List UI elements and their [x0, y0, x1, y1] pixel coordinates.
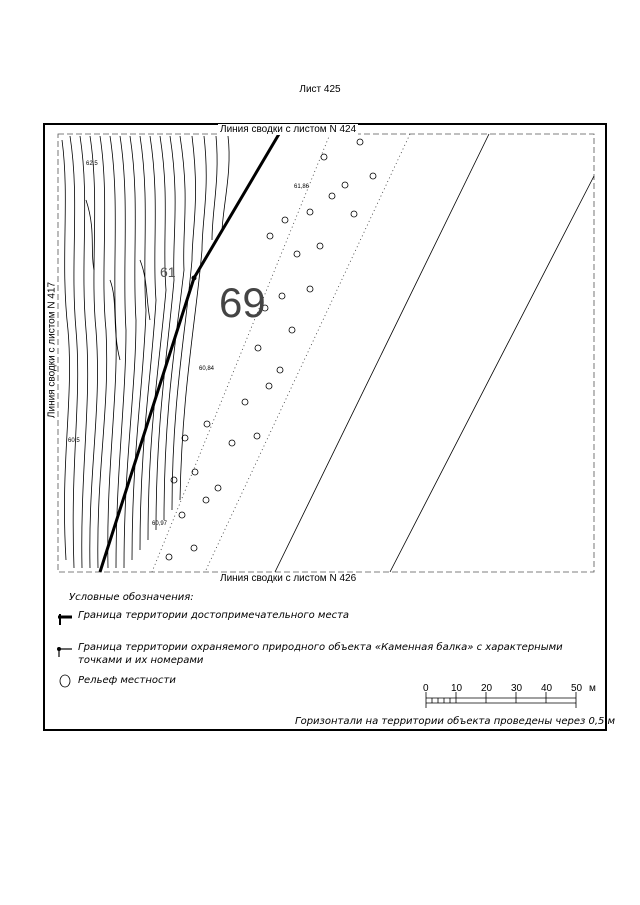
- relief-circle: [181, 434, 189, 442]
- relief-circle: [241, 398, 249, 406]
- inner-boundary: [57, 133, 595, 573]
- relief-circle: [350, 210, 358, 218]
- scale-tick-label: 0: [423, 683, 429, 694]
- relief-circle: [369, 172, 377, 180]
- relief-circle: [191, 468, 199, 476]
- dotted-boundary-1: [151, 133, 331, 573]
- road-line-1: [274, 133, 490, 573]
- point-label: 61: [160, 264, 176, 280]
- scale-tick-label: 20: [481, 683, 493, 694]
- sheet-title: Лист 425: [299, 84, 341, 95]
- scale-unit: м: [589, 683, 596, 694]
- relief-circle: [165, 553, 173, 561]
- relief-circle: [228, 439, 236, 447]
- contour-interval-note: Горизонтали на территории объекта провед…: [295, 716, 616, 727]
- contour-label: 60,97: [152, 521, 168, 527]
- relief-circle: [306, 208, 314, 216]
- road-line-2: [389, 175, 595, 573]
- contour-label-group: 61,86 60,84 60,97 62,5 60,5: [68, 161, 310, 527]
- legend-item-landmark: Граница территории достопримечательного …: [78, 610, 350, 621]
- relief-circle: [288, 326, 296, 334]
- relief-circle: [265, 382, 273, 390]
- legend-item-natural-object-line1: Граница территории охраняемого природног…: [78, 642, 563, 653]
- relief-circles: [165, 138, 377, 561]
- relief-circle: [356, 138, 364, 146]
- relief-circle: [202, 496, 210, 504]
- scale-tick-label: 40: [541, 683, 553, 694]
- legend-title: Условные обозначения:: [69, 592, 194, 603]
- sheet-number: 69: [219, 279, 266, 326]
- relief-circle: [341, 181, 349, 189]
- edge-label-left: Линия сводки с листом N 417: [46, 279, 58, 421]
- scale-tick-label: 10: [451, 683, 463, 694]
- dotted-boundary-2: [204, 133, 411, 573]
- scale-tick-label: 50: [571, 683, 583, 694]
- scale-tick-label: 30: [511, 683, 523, 694]
- edge-label-top: Линия сводки с листом N 424: [218, 124, 359, 135]
- landmark-boundary: [98, 133, 281, 573]
- contour-lines: [61, 135, 230, 569]
- relief-circle: [316, 242, 324, 250]
- relief-circle: [261, 304, 269, 312]
- legend-item-natural-object-line2: точками и их номерами: [78, 655, 204, 666]
- contour-label: 60,84: [199, 366, 215, 372]
- edge-label-bottom: Линия сводки с листом N 426: [218, 573, 359, 584]
- relief-circle: [254, 344, 262, 352]
- relief-circle: [293, 250, 301, 258]
- contour-label: 62,5: [86, 161, 98, 167]
- contour-label: 61,86: [294, 184, 310, 190]
- relief-circle: [203, 420, 211, 428]
- legend-relief-icon: [59, 674, 71, 688]
- boundary-point: [191, 275, 197, 281]
- relief-circle: [320, 153, 328, 161]
- legend-icons: [57, 614, 72, 688]
- relief-circle: [281, 216, 289, 224]
- relief-circle: [306, 285, 314, 293]
- scale-bar: [425, 692, 577, 708]
- relief-circle: [253, 432, 261, 440]
- relief-circle: [266, 232, 274, 240]
- relief-circle: [178, 511, 186, 519]
- relief-circle: [328, 192, 336, 200]
- relief-circle: [190, 544, 198, 552]
- legend-item-relief: Рельеф местности: [78, 675, 176, 686]
- relief-circle: [278, 292, 286, 300]
- relief-circle: [170, 476, 178, 484]
- relief-circle: [214, 484, 222, 492]
- relief-circle: [276, 366, 284, 374]
- contour-label: 60,5: [68, 438, 80, 444]
